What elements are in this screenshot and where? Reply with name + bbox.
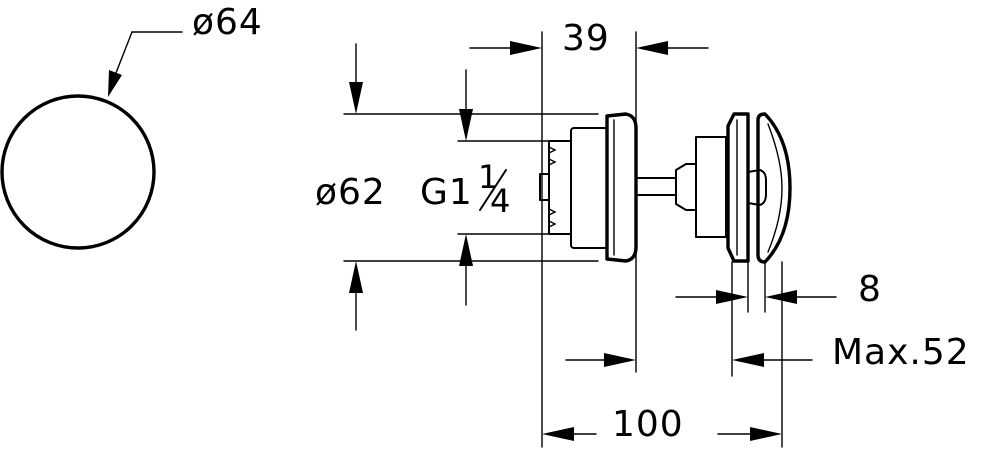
label-39: 39 <box>562 18 610 59</box>
stem <box>635 177 677 196</box>
extension-lines <box>343 31 783 448</box>
dim-100-right-arrow <box>750 427 782 441</box>
cylinder <box>695 136 727 238</box>
dimension-thread <box>459 69 473 306</box>
mushroom-cap-inner <box>767 123 783 253</box>
dimension-max52: Max.52 <box>565 332 970 373</box>
thread-teeth <box>548 146 557 228</box>
dim-39-right-arrow <box>636 41 668 55</box>
label-thread-frac-den: 4 <box>490 182 510 220</box>
stem-collar <box>675 163 697 211</box>
dim-39-left-arrow <box>510 41 542 55</box>
dim-thread-bottom-arrow <box>459 234 473 266</box>
dim-thread-top-arrow <box>459 109 473 141</box>
dimension-flange <box>349 43 363 331</box>
dim-8-left-arrow <box>716 290 748 304</box>
flange <box>605 112 638 263</box>
dim-max52-left-arrow <box>604 353 636 367</box>
label-8: 8 <box>858 269 882 310</box>
fraction-bar <box>479 169 507 211</box>
dim-100-left-arrow <box>542 427 574 441</box>
main-body <box>570 127 608 249</box>
cap-circle <box>0 94 156 250</box>
spring-plate <box>726 112 750 263</box>
side-view <box>539 112 792 264</box>
label-max52: Max.52 <box>832 332 970 373</box>
plug <box>747 169 767 206</box>
plan-view: ø64 <box>0 2 263 250</box>
dimension-8: 8 <box>675 269 882 310</box>
dim-max52-right-arrow <box>732 353 764 367</box>
mushroom-cap <box>756 112 792 264</box>
label-thread-frac-num: 1 <box>478 158 498 196</box>
dim-62-top-arrow <box>349 82 363 114</box>
label-thread: G1 <box>420 172 473 213</box>
dim-62-bottom-arrow <box>349 261 363 293</box>
label-100: 100 <box>612 404 684 445</box>
label-flange-diameter: ø62 <box>315 172 386 213</box>
threaded-body <box>548 140 572 235</box>
label-circle-diameter: ø64 <box>192 2 263 43</box>
dimension-100: 100 <box>542 404 782 445</box>
dimension-39: 39 <box>469 18 709 59</box>
dim-8-right-arrow <box>765 290 797 304</box>
leader-line-diag <box>113 31 133 79</box>
leader-arrow <box>108 70 122 97</box>
